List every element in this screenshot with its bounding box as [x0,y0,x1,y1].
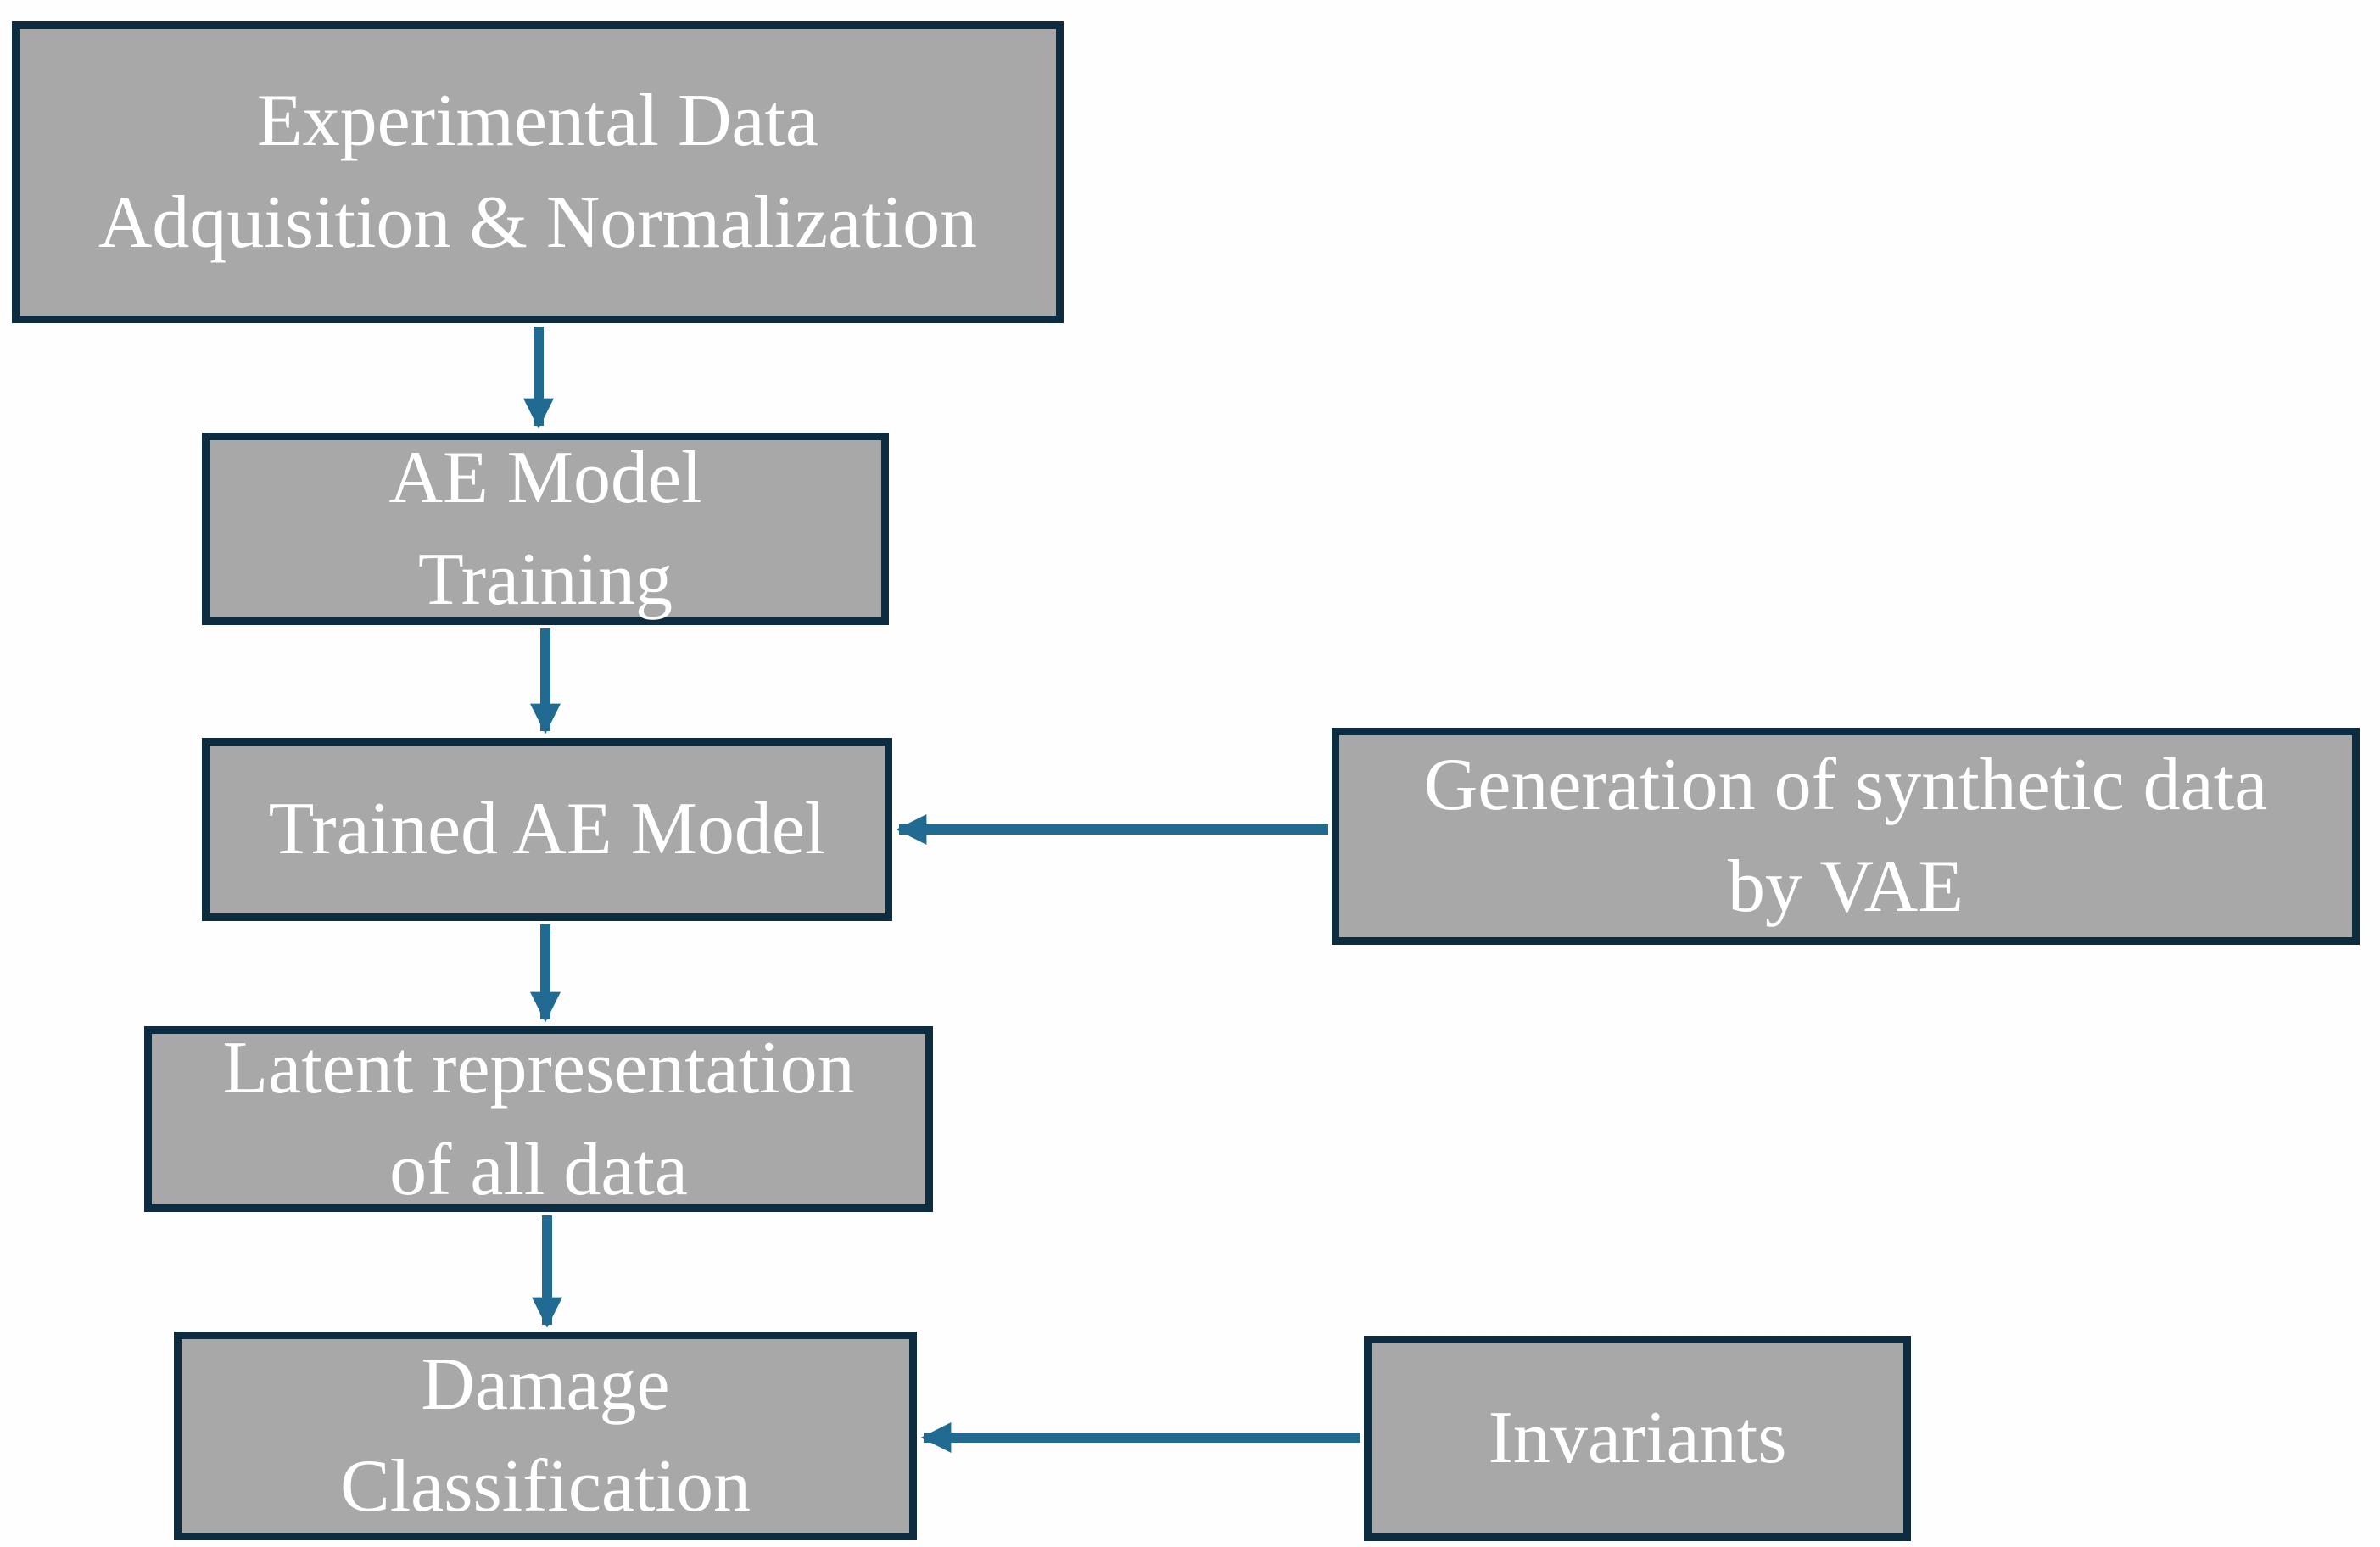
node-ae-model-training-label: AE Model Training [388,436,702,621]
node-invariants: Invariants [1364,1336,1911,1541]
node-experimental-data-label: Experimental Data Adquisition & Normaliz… [98,80,978,264]
node-trained-ae-model: Trained AE Model [202,738,892,921]
node-experimental-data: Experimental Data Adquisition & Normaliz… [12,21,1064,323]
node-damage-classification: Damage Classification [174,1332,917,1540]
node-trained-ae-model-label: Trained AE Model [268,788,826,871]
node-latent-representation: Latent representation of all data [144,1026,933,1212]
node-latent-representation-label: Latent representation of all data [222,1026,855,1211]
node-invariants-label: Invariants [1488,1397,1787,1480]
node-ae-model-training: AE Model Training [202,433,889,625]
node-damage-classification-label: Damage Classification [340,1343,751,1527]
node-vae-synthetic-data-label: Generation of synthetic data by VAE [1423,744,2268,928]
node-vae-synthetic-data: Generation of synthetic data by VAE [1332,728,2360,945]
